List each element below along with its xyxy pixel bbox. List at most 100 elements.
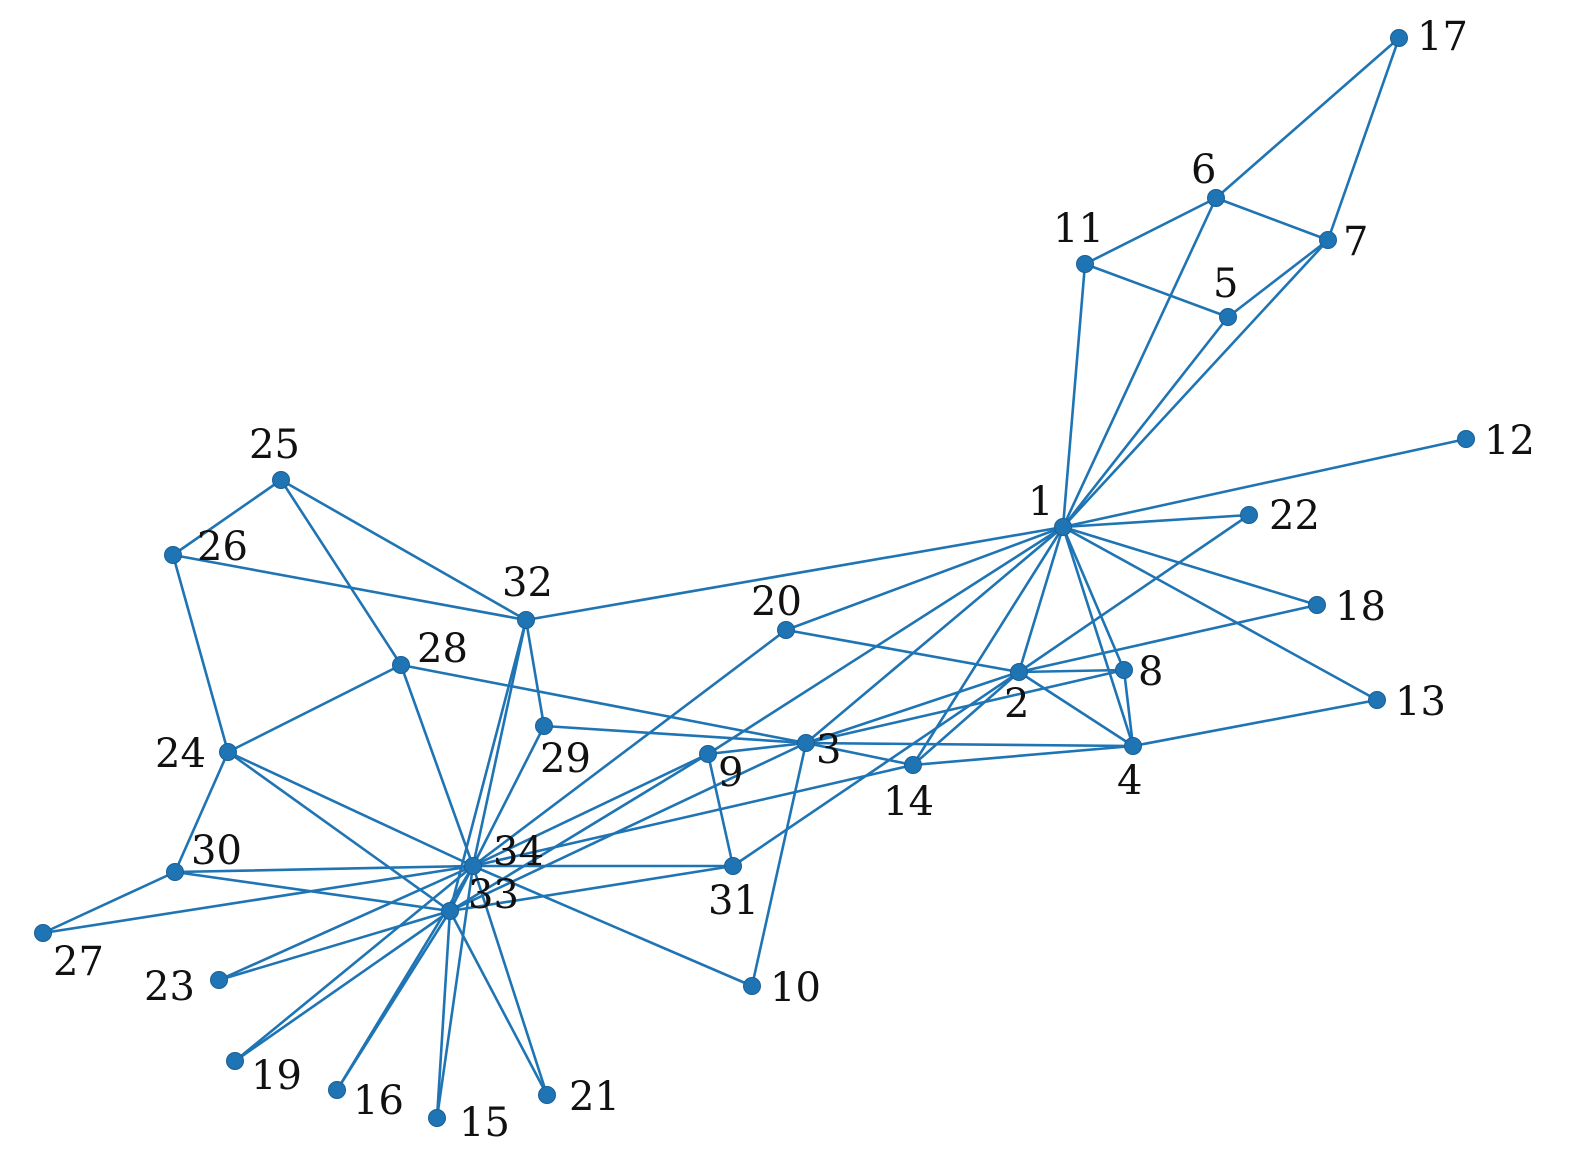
edge-2-4: [1017, 670, 1135, 748]
node-14: [904, 756, 922, 774]
edge-3-8: [804, 668, 1126, 745]
edge-4-13: [1131, 698, 1379, 748]
node-16: [328, 1081, 346, 1099]
node-20: [777, 621, 795, 639]
edge-2-31: [731, 670, 1021, 868]
node-18: [1308, 596, 1326, 614]
edge-2-22: [1017, 513, 1251, 674]
node-23: [210, 971, 228, 989]
node-label-2: 2: [1004, 681, 1029, 727]
node-6: [1207, 189, 1225, 207]
node-12: [1457, 430, 1475, 448]
node-label-10: 10: [770, 965, 821, 1011]
node-32: [517, 611, 535, 629]
edge-9-33: [448, 752, 710, 913]
edge-1-18: [1061, 525, 1319, 607]
node-label-23: 23: [144, 964, 195, 1010]
edge-1-6: [1061, 196, 1218, 529]
edge-1-13: [1061, 525, 1379, 702]
edge-23-33: [217, 909, 452, 982]
nodes-layer: [34, 29, 1475, 1127]
edge-1-8: [1061, 525, 1126, 672]
edge-26-32: [171, 553, 528, 622]
edge-2-18: [1017, 603, 1319, 674]
node-label-34: 34: [493, 829, 544, 875]
edge-30-33: [173, 870, 452, 913]
node-22: [1240, 506, 1258, 524]
node-label-1: 1: [1028, 479, 1053, 525]
edge-19-33: [233, 909, 452, 1063]
node-label-6: 6: [1191, 147, 1216, 193]
edge-23-34: [217, 864, 475, 982]
edge-31-33: [448, 864, 735, 913]
edge-1-11: [1061, 262, 1087, 529]
edge-1-12: [1061, 437, 1468, 529]
edge-4-14: [911, 744, 1135, 767]
node-label-5: 5: [1213, 261, 1238, 307]
node-label-26: 26: [197, 524, 248, 570]
edge-5-7: [1226, 238, 1330, 319]
node-4: [1124, 737, 1142, 755]
node-8: [1115, 661, 1133, 679]
node-label-3: 3: [816, 727, 841, 773]
edge-1-4: [1061, 525, 1135, 748]
node-26: [164, 546, 182, 564]
edge-29-32: [524, 618, 546, 728]
edge-1-5: [1061, 315, 1230, 529]
node-31: [724, 857, 742, 875]
edge-6-7: [1214, 196, 1330, 242]
edge-1-3: [804, 525, 1065, 745]
node-label-16: 16: [353, 1078, 404, 1124]
edge-1-22: [1061, 513, 1251, 529]
node-label-20: 20: [751, 579, 802, 625]
node-label-7: 7: [1343, 219, 1368, 265]
node-11: [1076, 255, 1094, 273]
edge-29-34: [471, 724, 546, 868]
edge-4-8: [1122, 668, 1135, 748]
node-label-30: 30: [191, 828, 242, 874]
node-25: [272, 471, 290, 489]
node-1: [1054, 518, 1072, 536]
edge-3-10: [750, 741, 808, 988]
node-label-13: 13: [1395, 679, 1446, 725]
node-label-31: 31: [708, 878, 759, 924]
edge-24-34: [226, 750, 475, 868]
node-10: [743, 977, 761, 995]
edge-24-33: [226, 750, 452, 913]
node-9: [699, 745, 717, 763]
node-label-9: 9: [718, 750, 743, 796]
node-24: [219, 743, 237, 761]
node-label-32: 32: [502, 560, 553, 606]
node-2: [1010, 663, 1028, 681]
edge-2-14: [911, 670, 1021, 767]
node-label-17: 17: [1417, 14, 1468, 60]
node-label-24: 24: [155, 731, 206, 777]
node-label-4: 4: [1117, 758, 1142, 804]
node-label-33: 33: [468, 872, 519, 918]
edge-10-34: [471, 864, 754, 988]
edge-24-26: [171, 553, 230, 754]
node-19: [226, 1052, 244, 1070]
node-label-8: 8: [1138, 649, 1163, 695]
node-label-29: 29: [540, 736, 591, 782]
node-label-19: 19: [251, 1053, 302, 1099]
edge-9-34: [471, 752, 710, 868]
node-label-14: 14: [883, 779, 934, 825]
node-label-12: 12: [1484, 418, 1535, 464]
node-label-15: 15: [459, 1100, 510, 1146]
edge-1-32: [524, 525, 1065, 622]
node-7: [1319, 231, 1337, 249]
node-21: [538, 1086, 556, 1104]
edge-7-17: [1326, 36, 1401, 242]
edge-24-28: [226, 663, 403, 754]
edge-25-32: [279, 478, 528, 622]
node-13: [1368, 691, 1386, 709]
node-3: [797, 734, 815, 752]
edge-27-30: [41, 870, 177, 935]
node-28: [392, 656, 410, 674]
edge-1-14: [911, 525, 1065, 767]
edge-32-34: [471, 618, 528, 868]
node-15: [428, 1109, 446, 1127]
edge-15-33: [435, 909, 452, 1120]
edge-3-28: [399, 663, 808, 745]
